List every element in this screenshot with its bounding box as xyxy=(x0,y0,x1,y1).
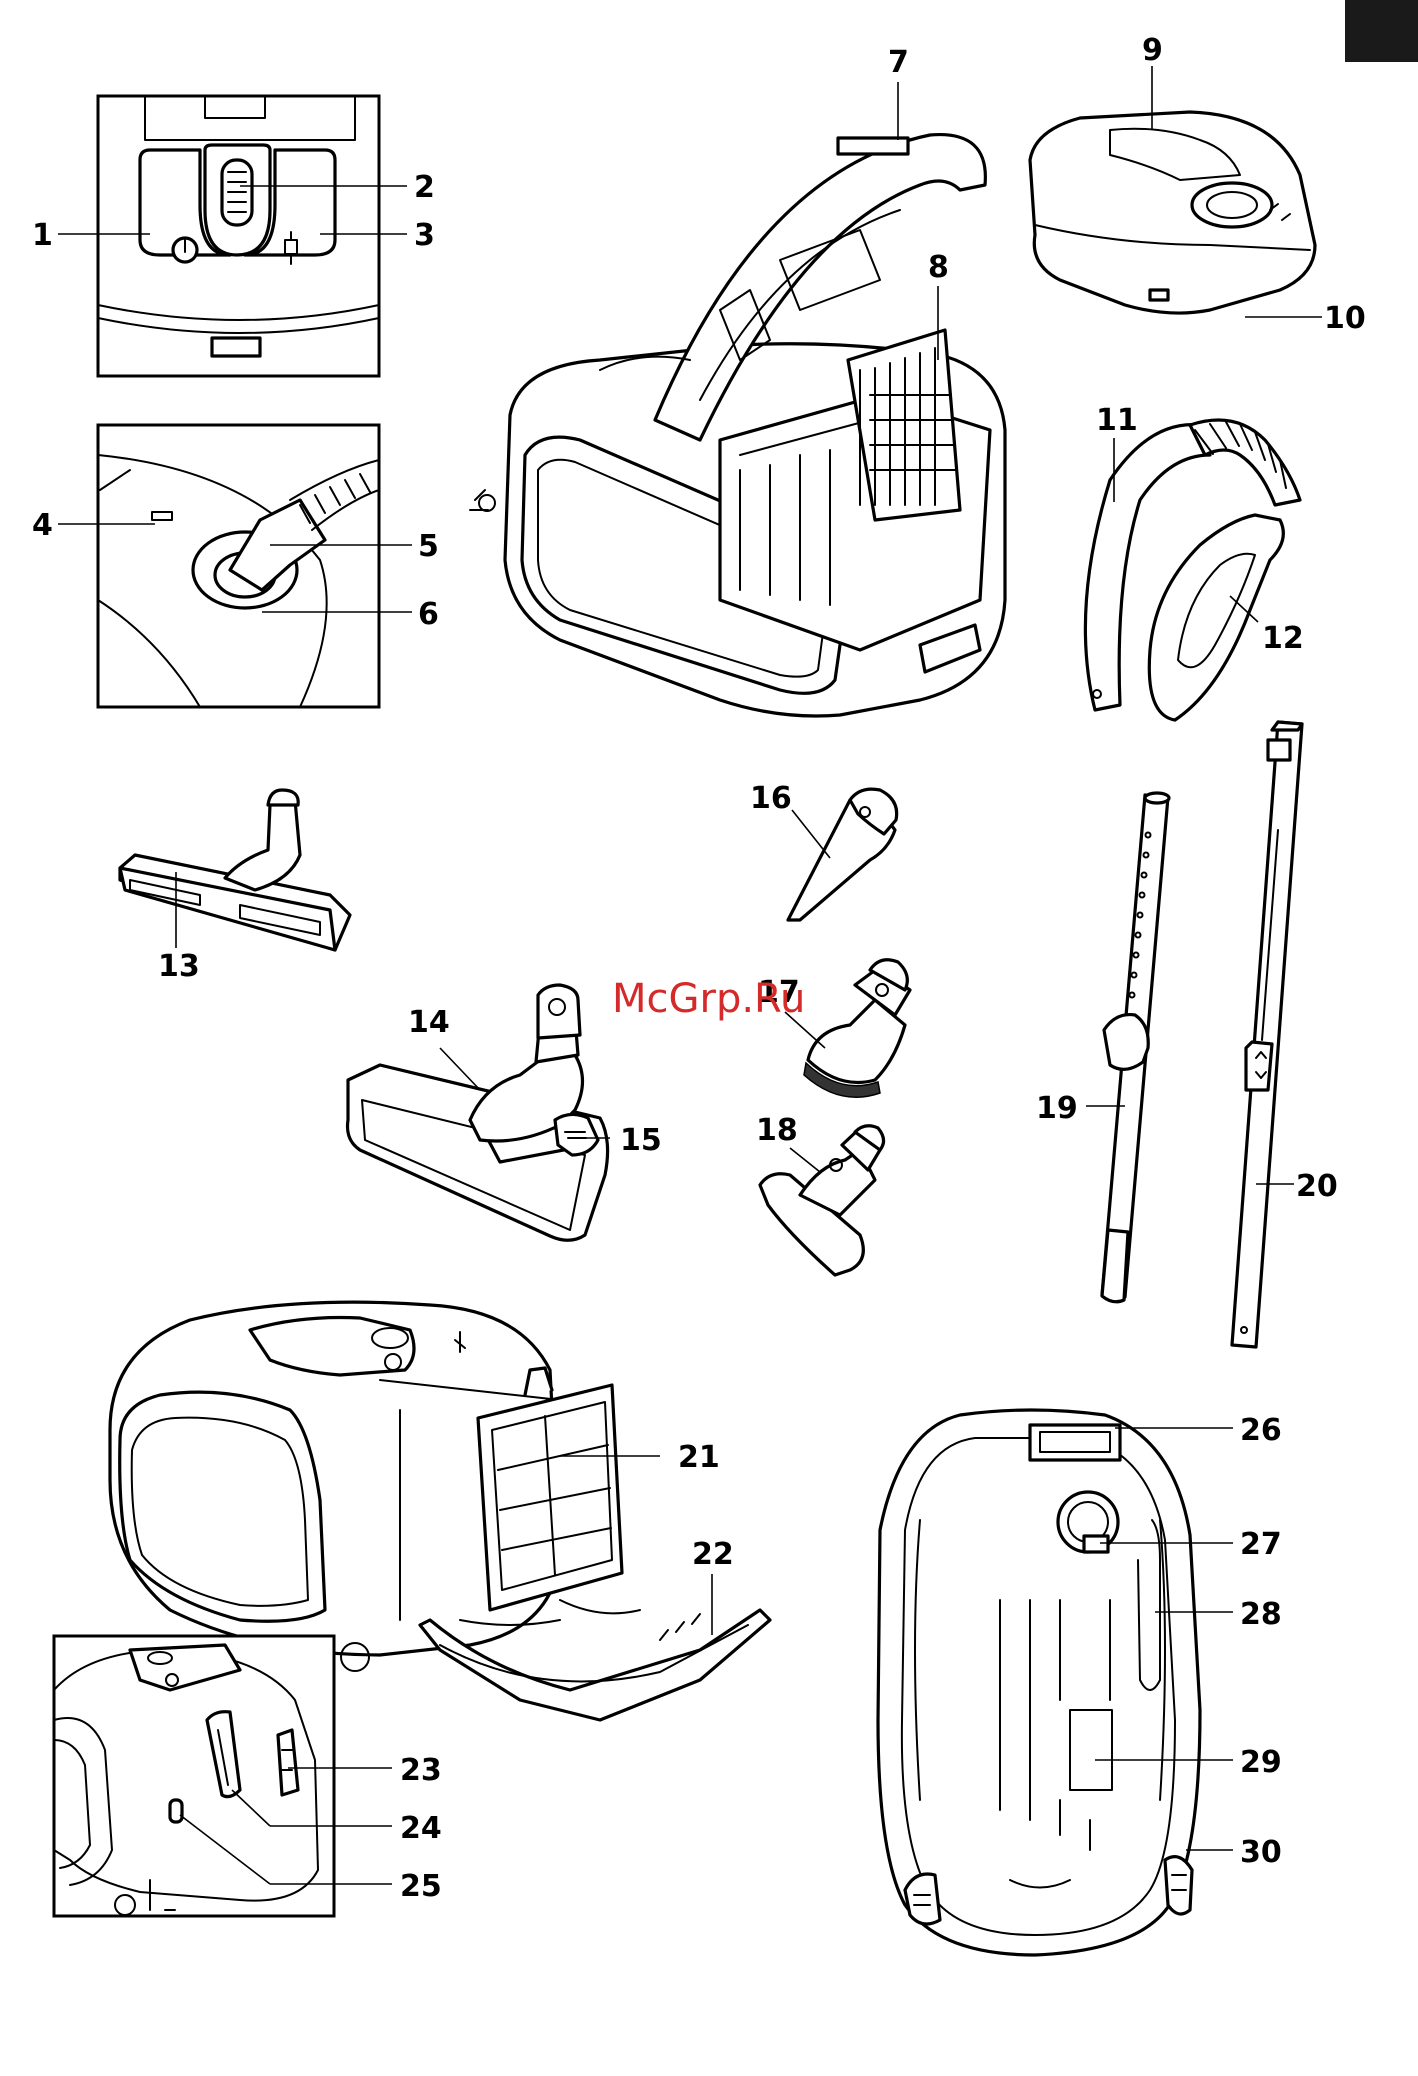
label-29: 29 xyxy=(1240,1745,1282,1780)
label-8: 8 xyxy=(928,250,949,285)
label-6: 6 xyxy=(418,597,439,632)
floor-nozzle-hard xyxy=(120,790,350,950)
inset-control-panel xyxy=(98,96,379,376)
floor-nozzle-multi xyxy=(348,985,608,1240)
label-11: 11 xyxy=(1096,403,1138,438)
label-2: 2 xyxy=(414,170,435,205)
watermark: McGrp.Ru xyxy=(612,976,805,1022)
label-10: 10 xyxy=(1324,301,1366,336)
telescopic-tube-clip xyxy=(1102,793,1169,1302)
label-4: 4 xyxy=(32,508,53,543)
label-9: 9 xyxy=(1142,33,1163,68)
label-12: 12 xyxy=(1262,621,1304,656)
label-3: 3 xyxy=(414,218,435,253)
label-19: 19 xyxy=(1036,1091,1078,1126)
label-28: 28 xyxy=(1240,1597,1282,1632)
label-18: 18 xyxy=(756,1113,798,1148)
dust-bag xyxy=(1030,112,1315,313)
label-14: 14 xyxy=(408,1005,450,1040)
label-13: 13 xyxy=(158,949,200,984)
telescopic-tube-slider xyxy=(1232,722,1302,1347)
label-7: 7 xyxy=(888,45,909,80)
label-23: 23 xyxy=(400,1753,442,1788)
inset-side-view xyxy=(54,1636,334,1916)
label-5: 5 xyxy=(418,529,439,564)
corner-tab xyxy=(1345,0,1418,62)
label-22: 22 xyxy=(692,1537,734,1572)
hose-handle xyxy=(1085,420,1300,720)
label-26: 26 xyxy=(1240,1413,1282,1448)
label-15: 15 xyxy=(620,1123,662,1158)
label-30: 30 xyxy=(1240,1835,1282,1870)
label-16: 16 xyxy=(750,781,792,816)
label-21: 21 xyxy=(678,1440,720,1475)
label-25: 25 xyxy=(400,1869,442,1904)
vacuum-body-upright xyxy=(878,1410,1200,1955)
crevice-tool xyxy=(788,789,897,920)
label-27: 27 xyxy=(1240,1527,1282,1562)
upholstery-tool xyxy=(760,1126,884,1275)
vacuum-body-open xyxy=(470,135,1005,716)
label-24: 24 xyxy=(400,1811,442,1846)
dusting-brush xyxy=(804,960,910,1097)
inset-hose-connection xyxy=(98,425,379,707)
label-20: 20 xyxy=(1296,1169,1338,1204)
label-1: 1 xyxy=(32,218,53,253)
